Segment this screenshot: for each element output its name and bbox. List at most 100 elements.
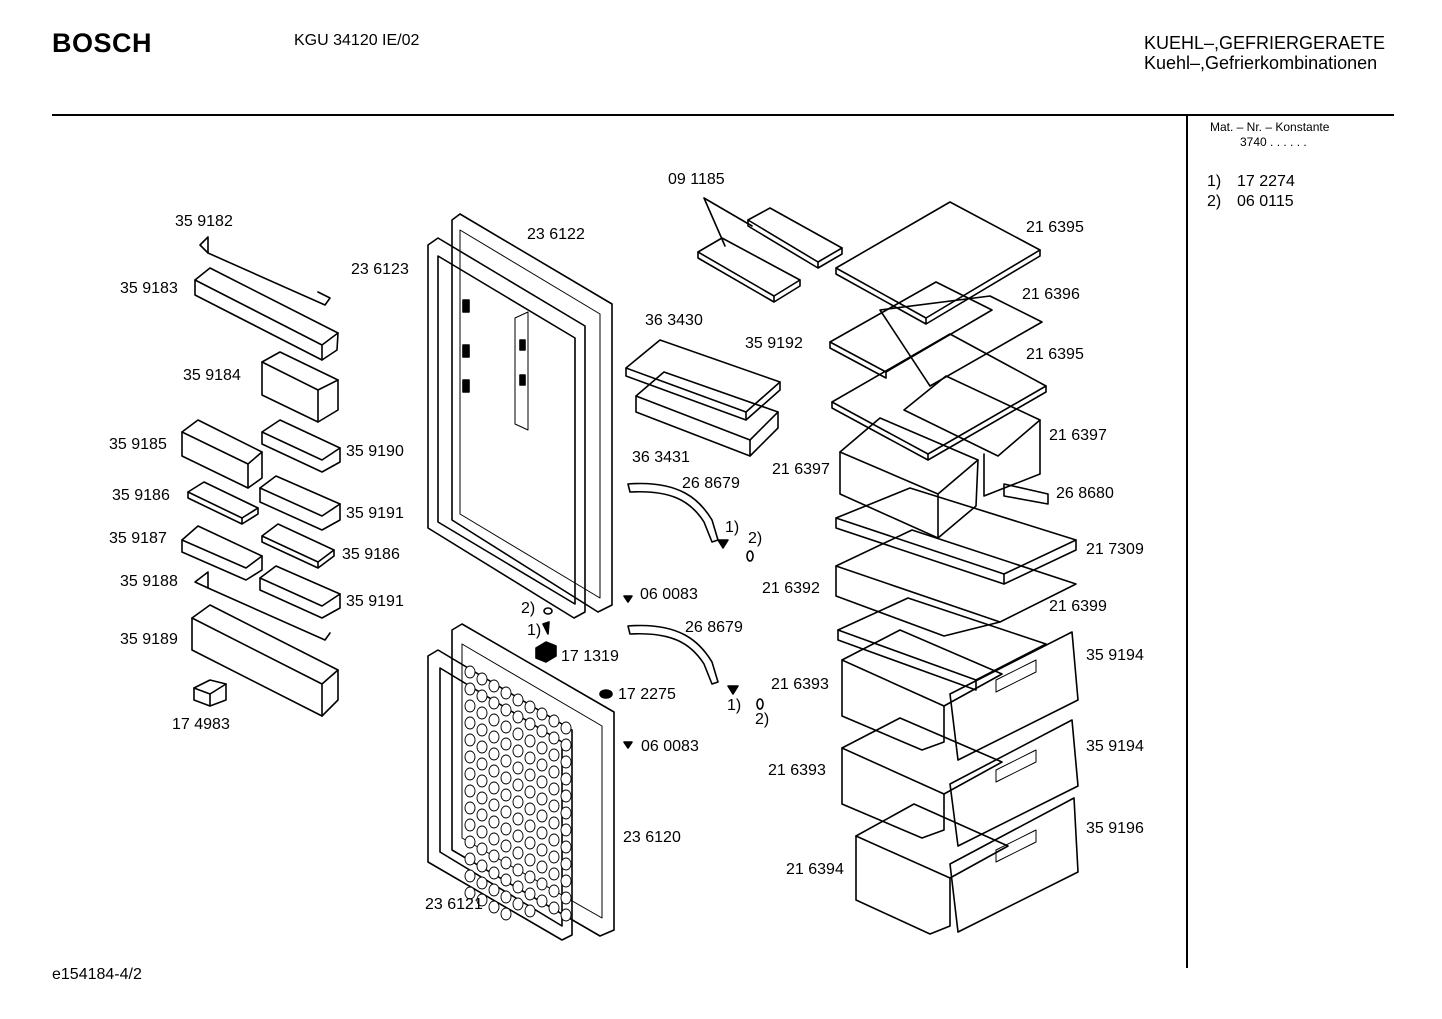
freezer-door-23-6120 bbox=[451, 623, 615, 937]
diagram-reference: e154184-4/2 bbox=[52, 966, 142, 983]
hinge-17-1319 bbox=[535, 607, 557, 663]
door-bin-35-9191-upper bbox=[259, 475, 341, 531]
part-label-35-9191: 35 9191 bbox=[346, 505, 404, 522]
door-dimple bbox=[488, 832, 500, 846]
part-label-35-9192: 35 9192 bbox=[745, 335, 803, 352]
door-dimple bbox=[512, 880, 524, 894]
door-dimple bbox=[560, 874, 572, 888]
door-shelf-35-9188 bbox=[194, 571, 331, 641]
part-label-21-7309: 21 7309 bbox=[1086, 541, 1144, 558]
note-marker-2: 2) bbox=[1207, 193, 1222, 210]
door-dimple bbox=[488, 730, 500, 744]
door-dimple bbox=[488, 815, 500, 829]
note-ref-1-lower: 1) bbox=[727, 697, 742, 714]
part-label-21-6393-upper: 21 6393 bbox=[771, 676, 829, 693]
door-dimple bbox=[476, 791, 488, 805]
door-shelf-35-9182 bbox=[199, 236, 331, 306]
door-dimple bbox=[500, 703, 512, 717]
door-dimple bbox=[476, 893, 488, 907]
door-dimple bbox=[488, 849, 500, 863]
door-dimple bbox=[500, 822, 512, 836]
door-dimple bbox=[524, 734, 536, 748]
part-label-35-9187: 35 9187 bbox=[109, 530, 167, 547]
part-label-21-6397-left: 21 6397 bbox=[772, 461, 830, 478]
drawer-front-35-9194-upper bbox=[949, 631, 1079, 761]
door-dimple bbox=[560, 806, 572, 820]
door-dimple bbox=[500, 754, 512, 768]
note-ref-2-lower: 2) bbox=[755, 711, 770, 728]
door-dimple bbox=[524, 768, 536, 782]
drawer-21-6397-right bbox=[903, 375, 1041, 497]
part-label-21-6395-lower: 21 6395 bbox=[1026, 346, 1084, 363]
door-dimple bbox=[524, 802, 536, 816]
category-subtitle: Kuehl–,Gefrierkombinationen bbox=[1144, 53, 1378, 73]
part-label-21-6393-lower: 21 6393 bbox=[768, 762, 826, 779]
part-label-35-9184: 35 9184 bbox=[183, 367, 241, 384]
door-dimple bbox=[476, 740, 488, 754]
door-rack-35-9186 bbox=[187, 481, 259, 525]
door-dimple bbox=[512, 846, 524, 860]
freezer-tray-36-3430 bbox=[625, 339, 781, 421]
door-dimple bbox=[560, 738, 572, 752]
door-dimple-grid bbox=[464, 665, 572, 922]
part-label-35-9191-b: 35 9191 bbox=[346, 593, 404, 610]
door-dimple bbox=[536, 775, 548, 789]
model-number: KGU 34120 IE/02 bbox=[294, 32, 420, 49]
door-dimple bbox=[464, 665, 476, 679]
door-dimple bbox=[536, 758, 548, 772]
door-dimple bbox=[500, 686, 512, 700]
door-dimple bbox=[464, 818, 476, 832]
part-label-17-4983: 17 4983 bbox=[172, 716, 230, 733]
door-dimple bbox=[500, 788, 512, 802]
door-dimple bbox=[548, 901, 560, 915]
door-dimple bbox=[500, 890, 512, 904]
door-dimple bbox=[548, 765, 560, 779]
part-label-35-9186: 35 9186 bbox=[112, 487, 170, 504]
door-dimple bbox=[548, 816, 560, 830]
clip-17-4983 bbox=[193, 679, 227, 707]
door-dimple bbox=[464, 767, 476, 781]
door-dimple bbox=[500, 720, 512, 734]
note-ref-1-left: 1) bbox=[527, 622, 542, 639]
door-dimple bbox=[488, 866, 500, 880]
door-dimple bbox=[464, 733, 476, 747]
door-dimple bbox=[536, 826, 548, 840]
part-label-23-6122: 23 6122 bbox=[527, 226, 585, 243]
door-shelf-35-9183 bbox=[194, 267, 339, 361]
door-dimple bbox=[512, 727, 524, 741]
part-label-35-9196: 35 9196 bbox=[1086, 820, 1144, 837]
part-label-06-0083-upper: 06 0083 bbox=[640, 586, 698, 603]
door-dimple bbox=[536, 877, 548, 891]
door-dimple bbox=[500, 873, 512, 887]
door-dimple bbox=[524, 700, 536, 714]
brand-logo: BOSCH bbox=[52, 28, 153, 58]
door-gasket-23-6123 bbox=[427, 237, 586, 619]
door-dimple bbox=[512, 863, 524, 877]
door-dimple bbox=[548, 850, 560, 864]
handle-screws bbox=[717, 539, 764, 710]
door-dimple bbox=[512, 897, 524, 911]
door-dimple bbox=[464, 852, 476, 866]
door-dimple bbox=[524, 751, 536, 765]
door-dimple bbox=[536, 894, 548, 908]
note-part-2: 06 0115 bbox=[1237, 193, 1294, 210]
door-dimple bbox=[536, 707, 548, 721]
door-dimple bbox=[560, 908, 572, 922]
part-label-35-9189: 35 9189 bbox=[120, 631, 178, 648]
door-dimple bbox=[476, 774, 488, 788]
door-dimple bbox=[560, 823, 572, 837]
part-label-17-1319: 17 1319 bbox=[561, 648, 619, 665]
note-marker-1: 1) bbox=[1207, 173, 1222, 190]
part-label-35-9182: 35 9182 bbox=[175, 213, 233, 230]
door-dimple bbox=[488, 781, 500, 795]
door-dimple bbox=[464, 886, 476, 900]
konstante-value: 3740 . . . . . . bbox=[1240, 135, 1307, 149]
drawer-21-6397-left bbox=[839, 417, 979, 539]
bushing-17-2275 bbox=[599, 689, 613, 699]
part-label-36-3431: 36 3431 bbox=[632, 449, 690, 466]
door-bin-35-9190 bbox=[261, 419, 341, 473]
door-dimple bbox=[464, 682, 476, 696]
door-shelf-35-9189 bbox=[191, 604, 339, 717]
door-dimple bbox=[464, 784, 476, 798]
